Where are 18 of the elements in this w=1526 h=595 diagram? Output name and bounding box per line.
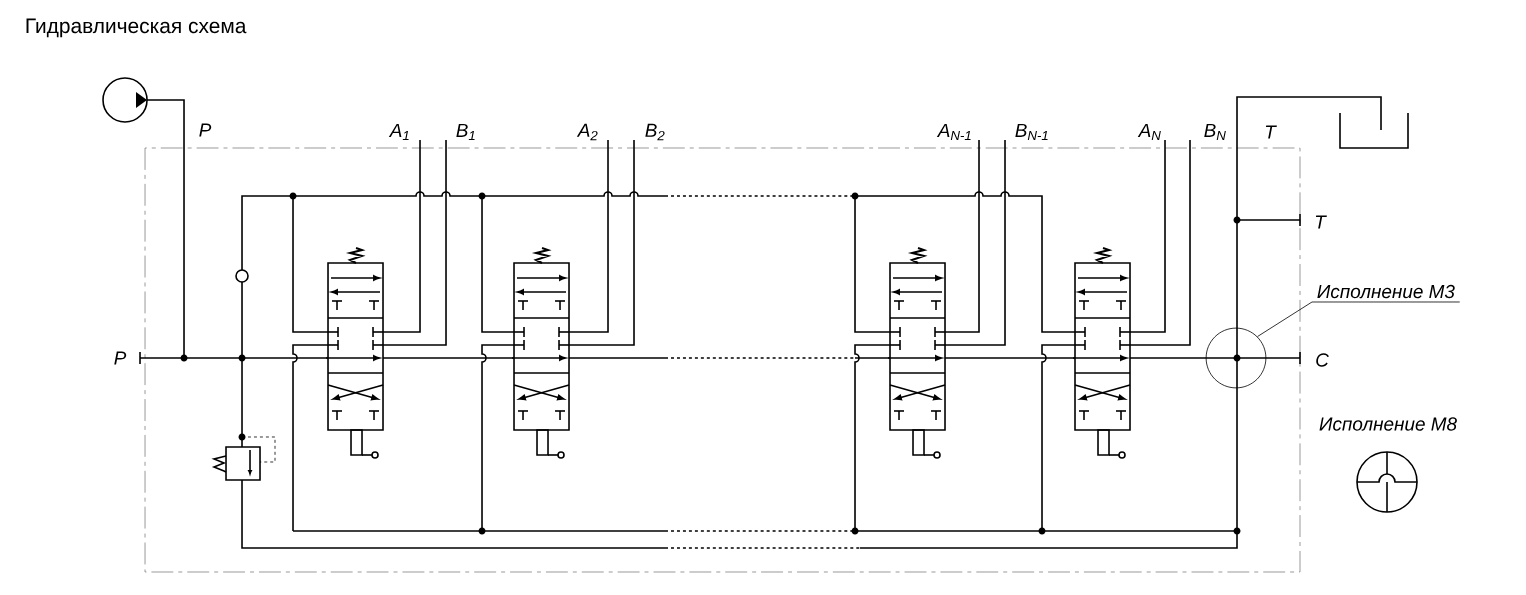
- port-label: B$_{2}$: [645, 123, 665, 141]
- port-label: A$_{2}$: [576, 123, 598, 141]
- port-label: A$_{N}$: [1137, 123, 1161, 141]
- detail-circle: [1205, 327, 1267, 389]
- port-label: B$_{N-1}$: [1015, 123, 1048, 141]
- port-label: A$_{1}$: [388, 123, 409, 141]
- port-label: Исполнение М8: [1319, 417, 1457, 431]
- leader-line: [1257, 301, 1461, 337]
- port-label: P: [199, 123, 212, 137]
- port-label: A$_{N-1}$: [936, 123, 971, 141]
- port-label: B$_{1}$: [456, 123, 475, 141]
- callout-text: Исполнение М3: [1317, 284, 1455, 299]
- port-label: P: [114, 351, 127, 365]
- port-label: C: [1316, 353, 1329, 367]
- port-label: B$_{N}$: [1204, 123, 1226, 141]
- port-label: T: [1265, 125, 1277, 139]
- diagram-title: Гидравлическая схема: [26, 18, 247, 38]
- port-label: T: [1315, 215, 1327, 229]
